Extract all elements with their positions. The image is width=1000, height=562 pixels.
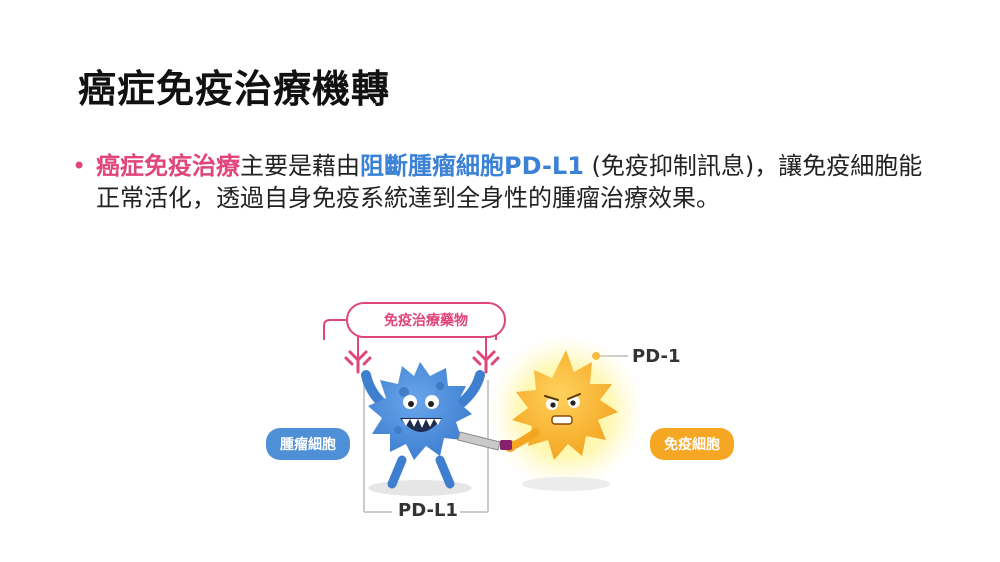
immune-cell-icon (504, 350, 618, 491)
knife-icon (457, 431, 512, 451)
bullet-text-part2: 主要是藉由 (240, 152, 360, 180)
pdl1-label: PD-L1 (398, 500, 458, 521)
antibody-right-icon (472, 350, 500, 374)
page-title: 癌症免疫治療機轉 (78, 67, 391, 111)
tumor-cell-label: 腫瘤細胞 (266, 428, 350, 460)
highlight-cancer-immunotherapy: 癌症免疫治療 (96, 152, 240, 180)
bullet-text-part4: (免疫抑制訊息)，讓免疫細胞能正常活化，透過自身免疫系統達到全身性的腫瘤治療效果… (96, 152, 923, 212)
pd1-label: PD-1 (632, 346, 681, 367)
tumor-cell-icon (361, 362, 485, 496)
drug-label: 免疫治療藥物 (346, 302, 506, 338)
highlight-block-pdl1: 阻斷腫瘤細胞PD-L1 (360, 152, 584, 180)
bullet-dot: • (72, 152, 87, 180)
immune-cell-label: 免疫細胞 (650, 428, 734, 460)
antibody-left-icon (344, 350, 372, 374)
bullet-item: • 癌症免疫治療主要是藉由阻斷腫瘤細胞PD-L1 (免疫抑制訊息)，讓免疫細胞能… (72, 150, 932, 214)
bullet-text: 癌症免疫治療主要是藉由阻斷腫瘤細胞PD-L1 (免疫抑制訊息)，讓免疫細胞能正常… (96, 150, 932, 214)
